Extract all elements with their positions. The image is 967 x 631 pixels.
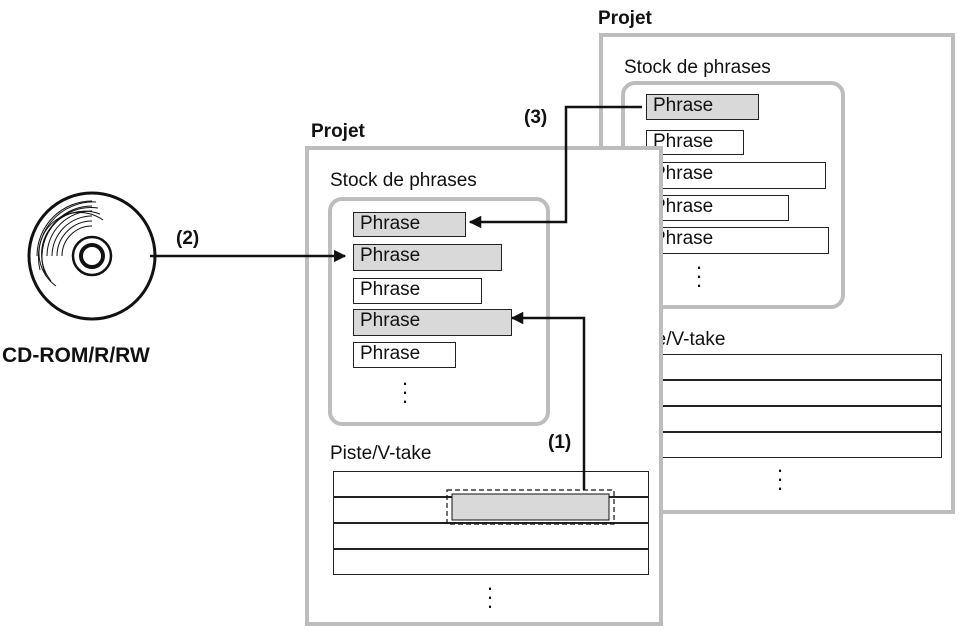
back-phrase-5: Phrase [646, 227, 829, 254]
back-track-row-2 [621, 380, 942, 406]
cd-disc-icon [27, 191, 157, 321]
back-phrase-4: Phrase [646, 195, 789, 221]
step-1-label: (1) [548, 432, 572, 453]
back-stock-title: Stock de phrases [624, 57, 771, 78]
front-phrase-2: Phrase [353, 244, 502, 271]
front-phrase-1: Phrase [353, 212, 466, 237]
front-track-row-1 [333, 471, 649, 497]
front-project-title: Projet [311, 121, 365, 142]
front-phrase-3: Phrase [353, 278, 482, 304]
front-track-title: Piste/V-take [330, 443, 432, 464]
back-track-row-1 [621, 354, 942, 380]
back-track-row-3 [621, 406, 942, 432]
step-2-label: (2) [176, 228, 200, 249]
front-phrase-more-dots: ··· [401, 370, 409, 413]
front-phrase-4: Phrase [353, 309, 512, 336]
front-phrase-5: Phrase [353, 342, 456, 368]
back-phrase-3: Phrase [646, 162, 826, 189]
selected-region [446, 489, 615, 525]
front-stock-title: Stock de phrases [330, 170, 477, 191]
arrow-3 [468, 105, 642, 229]
back-track-row-4 [621, 432, 942, 458]
back-phrase-1: Phrase [646, 94, 759, 120]
back-phrase-more-dots: ··· [695, 254, 703, 297]
back-track-more-dots: ··· [776, 457, 784, 500]
front-track-more-dots: ··· [486, 575, 494, 618]
arrow-1 [510, 311, 586, 490]
cd-media-label: CD-ROM/R/RW [2, 344, 150, 367]
step-3-label: (3) [524, 107, 548, 128]
selected-region-fill [451, 493, 610, 521]
back-project-title: Projet [598, 8, 652, 29]
front-track-row-4 [333, 549, 649, 575]
